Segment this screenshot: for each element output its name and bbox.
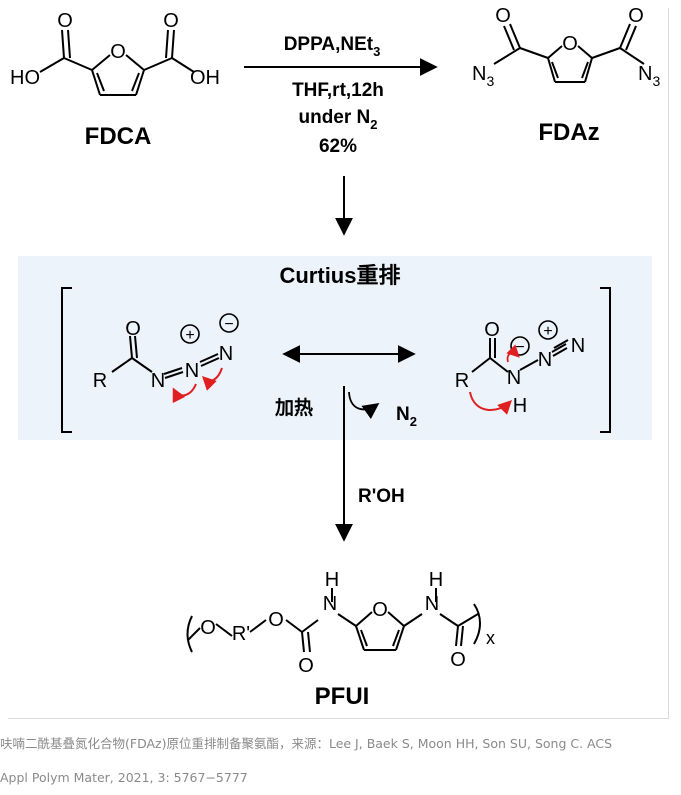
minus-charge: − <box>224 316 233 333</box>
nitrene-hydrogen: H <box>513 395 527 417</box>
nitrene-plus: + <box>543 323 552 340</box>
acyl-nitrene-structure <box>471 338 569 373</box>
nitrene-plus-circle <box>538 320 558 340</box>
fdca-hydroxyl-right: OH <box>190 67 220 89</box>
conditions-label: THF,rt,12h <box>292 80 384 101</box>
n2-loss-arrow <box>348 391 380 420</box>
fdaz-carbonyl-oxygen-right: O <box>628 5 644 27</box>
fdaz-azide-right: N3 <box>638 63 660 89</box>
reaction-scheme: O O O HO OH FDCA DPPA,NEt3 THF,rt,12h un… <box>10 5 660 710</box>
fdaz-carbonyl-oxygen-left: O <box>495 5 511 27</box>
pfui-ring-oxygen: O <box>372 599 388 621</box>
fdaz-azide-left: N3 <box>472 63 494 89</box>
atmosphere-label: under N2 <box>298 107 377 132</box>
pfui-n-right: N <box>425 593 439 615</box>
bracket-right <box>600 287 611 433</box>
minus-charge-circle <box>219 313 239 333</box>
n2-label: N2 <box>396 404 417 429</box>
pfui-r-prime: R' <box>232 623 250 645</box>
electron-arrow-1 <box>202 367 223 391</box>
electron-arrow-2 <box>172 383 197 404</box>
fdaz-structure <box>493 23 645 83</box>
reagents-label: DPPA,NEt3 <box>284 34 381 59</box>
acyl-azide-r: R <box>93 370 107 392</box>
fdca-hydroxyl-left: HO <box>10 67 40 89</box>
caption-line-2: Appl Polym Mater, 2021, 3: 5767−5777 <box>0 770 248 785</box>
acyl-azide-n3: N <box>219 343 233 365</box>
alcohol-reagent: R'OH <box>358 486 405 507</box>
fdca-structure <box>39 29 195 96</box>
acyl-azide-structure <box>111 335 220 379</box>
pfui-carbonyl-oxygen-left: O <box>298 655 314 677</box>
pfui-n-left: N <box>323 593 337 615</box>
nitrene-electron-arrow <box>506 344 520 363</box>
pfui-name: PFUI <box>315 683 370 710</box>
pfui-repeat-x: x <box>486 628 495 648</box>
nitrene-minus: − <box>515 339 524 356</box>
pfui-h-left: H <box>325 569 339 591</box>
fdca-carbonyl-oxygen-right: O <box>163 10 179 32</box>
nitrene-oxygen: O <box>484 319 500 341</box>
nitrene-n2: N <box>538 349 552 371</box>
pfui-ester-oxygen: O <box>200 617 216 639</box>
fdaz-ring-oxygen: O <box>562 33 578 55</box>
nitrene-n1: N <box>507 367 521 389</box>
bracket-left <box>61 287 72 433</box>
caption-line-1: 呋喃二酰基叠氮化合物(FDAz)原位重排制备聚氨酯，来源：Lee J, Baek… <box>0 736 613 751</box>
fdca-carbonyl-oxygen-left: O <box>57 10 73 32</box>
acyl-azide-n2: N <box>185 360 199 382</box>
plus-charge-circle <box>180 324 200 344</box>
nitrene-n3: N <box>571 335 585 357</box>
pfui-structure <box>186 588 481 653</box>
curtius-title: Curtius重排 <box>279 263 400 288</box>
heat-label: 加热 <box>274 396 313 419</box>
migration-arrow <box>469 391 512 415</box>
acyl-azide-oxygen: O <box>125 318 141 340</box>
acyl-azide-n1: N <box>151 370 165 392</box>
figure-caption: 呋喃二酰基叠氮化合物(FDAz)原位重排制备聚氨酯，来源：Lee J, Baek… <box>0 727 681 795</box>
plus-charge: + <box>185 327 194 344</box>
fdca-ring-oxygen: O <box>110 41 126 63</box>
nitrene-r: R <box>455 370 469 392</box>
yield-label: 62% <box>319 136 357 157</box>
fdaz-name: FDAz <box>538 119 599 146</box>
pfui-carbonyl-oxygen-right: O <box>450 649 466 671</box>
pfui-carbamate-oxygen: O <box>268 609 284 631</box>
fdca-name: FDCA <box>85 123 152 150</box>
pfui-h-right: H <box>429 569 443 591</box>
